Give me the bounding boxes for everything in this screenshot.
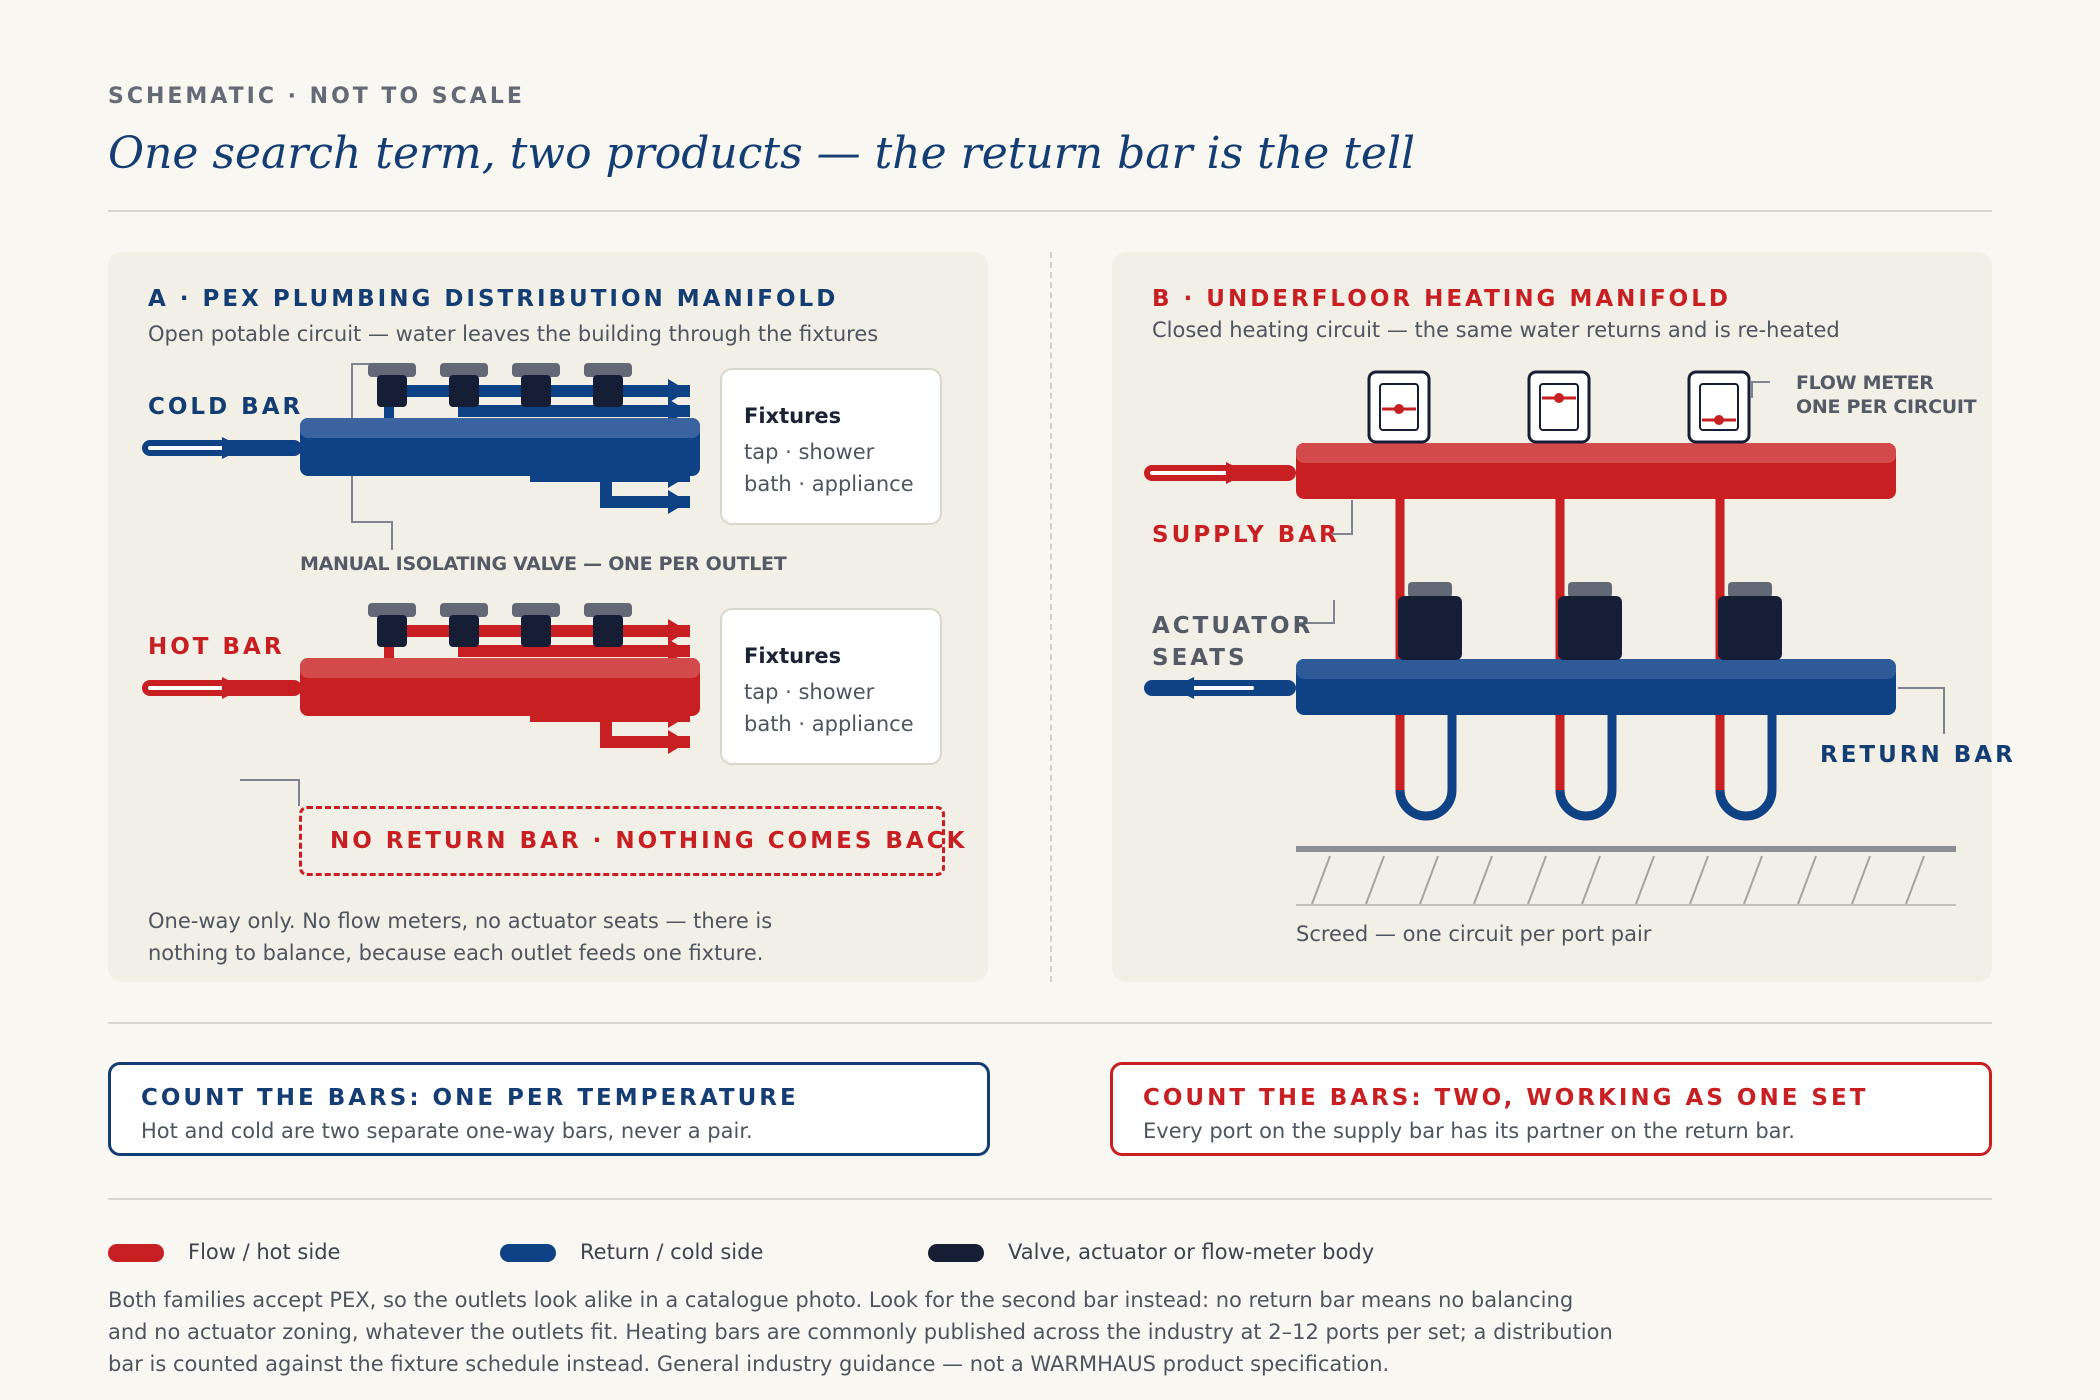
valve-label: MANUAL ISOLATING VALVE — ONE PER OUTLET	[300, 553, 787, 575]
callout-text: Every port on the supply bar has its par…	[1143, 1119, 1795, 1143]
cold-outlet-arrow	[668, 379, 688, 403]
no-return-box: NO RETURN BAR · NOTHING COMES BACK	[299, 806, 964, 876]
hot-outlet-arrow	[668, 639, 688, 663]
isolating-valve	[440, 363, 488, 407]
return-outlet-arrow	[1172, 677, 1194, 699]
panel-divider	[1050, 252, 1052, 982]
hot-outlet-arrow	[668, 730, 688, 754]
isolating-valve	[584, 363, 632, 407]
legend-label-return: Return / cold side	[580, 1240, 764, 1264]
hot-bar-highlight	[300, 658, 700, 678]
actuator-label-line: SEATS	[1152, 645, 1248, 671]
actuator-seat	[1558, 582, 1622, 660]
fixtures-line: tap · shower	[744, 440, 875, 464]
actuator-leader-line	[1296, 600, 1335, 624]
legend-divider	[108, 1198, 1992, 1200]
return-bar-label: RETURN BAR	[1820, 742, 2016, 768]
isolating-valve	[368, 603, 416, 647]
flow-meter-label: FLOW METER ONE PER CIRCUIT	[1796, 372, 1977, 418]
note-line: nothing to balance, because each outlet …	[148, 941, 764, 965]
panel-b-title: B · UNDERFLOOR HEATING MANIFOLD	[1152, 286, 1731, 312]
hot-manifold	[142, 603, 700, 806]
flow-meter	[1527, 370, 1591, 444]
hot-inlet-arrow	[222, 677, 244, 699]
no-return-label: NO RETURN BAR · NOTHING COMES BACK	[330, 828, 968, 854]
return-leader-line	[1898, 687, 1945, 734]
heating-manifold	[1144, 370, 1956, 906]
isolating-valve	[440, 603, 488, 647]
supply-inlet-arrow	[1226, 462, 1248, 484]
footnote-line: bar is counted against the fixture sched…	[108, 1352, 1390, 1376]
note-line: One-way only. No flow meters, no actuato…	[148, 909, 773, 933]
hot-bar-label: HOT BAR	[148, 634, 285, 660]
legend-swatch-body	[928, 1244, 984, 1262]
isolating-valve	[512, 603, 560, 647]
cold-outlet-pipe	[458, 405, 690, 417]
hot-outlet-arrow	[668, 619, 688, 643]
supply-bar-highlight	[1296, 443, 1896, 463]
fixtures-title: Fixtures	[744, 644, 842, 668]
cold-manifold	[142, 363, 700, 550]
flow-meter	[1687, 370, 1751, 444]
flow-meter-leader-line	[1751, 381, 1770, 398]
callout-title: COUNT THE BARS: TWO, WORKING AS ONE SET	[1143, 1085, 1869, 1111]
actuator-seat	[1398, 582, 1462, 660]
valve-stem	[384, 638, 394, 662]
cold-inlet-arrow	[222, 437, 244, 459]
fixtures-box-cold: Fixtures tap · shower bath · appliance	[720, 368, 942, 525]
legend-label-flow: Flow / hot side	[188, 1240, 341, 1264]
panel-a-title: A · PEX PLUMBING DISTRIBUTION MANIFOLD	[148, 286, 839, 312]
callout-two-working-as-set: COUNT THE BARS: TWO, WORKING AS ONE SET …	[1110, 1062, 1992, 1156]
callout-one-per-temperature: COUNT THE BARS: ONE PER TEMPERATURE Hot …	[108, 1062, 990, 1156]
fixtures-box-hot: Fixtures tap · shower bath · appliance	[720, 608, 942, 765]
panel-b-subtitle: Closed heating circuit — the same water …	[1152, 318, 1840, 342]
eyebrow: SCHEMATIC · NOT TO SCALE	[108, 84, 525, 109]
valve-leader-line	[351, 363, 393, 550]
header-divider	[108, 210, 1992, 212]
fixtures-line: bath · appliance	[744, 712, 914, 736]
supply-leader-line	[1332, 500, 1353, 535]
valve-stem	[384, 398, 394, 422]
hot-outlet-pipe	[600, 710, 690, 748]
cold-bar-label: COLD BAR	[148, 394, 304, 420]
cold-outlet-arrow	[668, 490, 688, 514]
cold-bar-highlight	[300, 418, 700, 438]
screed-floor	[1296, 846, 1956, 906]
flow-meter	[1367, 370, 1431, 444]
return-bar-highlight	[1296, 659, 1896, 679]
section-divider	[108, 1022, 1992, 1024]
footnote: Both families accept PEX, so the outlets…	[108, 1284, 1613, 1380]
actuator-label-line: ACTUATOR	[1152, 613, 1314, 639]
isolating-valve	[512, 363, 560, 407]
footnote-line: and no actuator zoning, whatever the out…	[108, 1320, 1613, 1344]
flow-meter-label-line: ONE PER CIRCUIT	[1796, 396, 1977, 418]
hot-outlet-pipe	[458, 645, 690, 657]
fixtures-title: Fixtures	[744, 404, 842, 428]
footnote-line: Both families accept PEX, so the outlets…	[108, 1288, 1574, 1312]
actuator-seats-label: ACTUATOR SEATS	[1152, 610, 1313, 674]
panel-a-subtitle: Open potable circuit — water leaves the …	[148, 322, 879, 346]
panel-a-note: One-way only. No flow meters, no actuato…	[148, 905, 772, 969]
legend-swatch-return	[500, 1244, 556, 1262]
legend-label-body: Valve, actuator or flow-meter body	[1008, 1240, 1375, 1264]
isolating-valve	[584, 603, 632, 647]
supply-bar-label: SUPPLY BAR	[1152, 522, 1340, 548]
fixtures-line: bath · appliance	[744, 472, 914, 496]
actuator-seat	[1718, 582, 1782, 660]
legend-swatch-flow	[108, 1244, 164, 1262]
screed-label: Screed — one circuit per port pair	[1296, 922, 1652, 946]
no-return-leader-line	[240, 779, 300, 806]
cold-outlet-pipe	[600, 470, 690, 508]
cold-outlet-arrow	[668, 399, 688, 423]
isolating-valve	[368, 363, 416, 407]
page-title: One search term, two products — the retu…	[108, 128, 1416, 179]
callout-text: Hot and cold are two separate one-way ba…	[141, 1119, 753, 1143]
flow-meter-label-line: FLOW METER	[1796, 372, 1934, 394]
callout-title: COUNT THE BARS: ONE PER TEMPERATURE	[141, 1085, 799, 1111]
fixtures-line: tap · shower	[744, 680, 875, 704]
